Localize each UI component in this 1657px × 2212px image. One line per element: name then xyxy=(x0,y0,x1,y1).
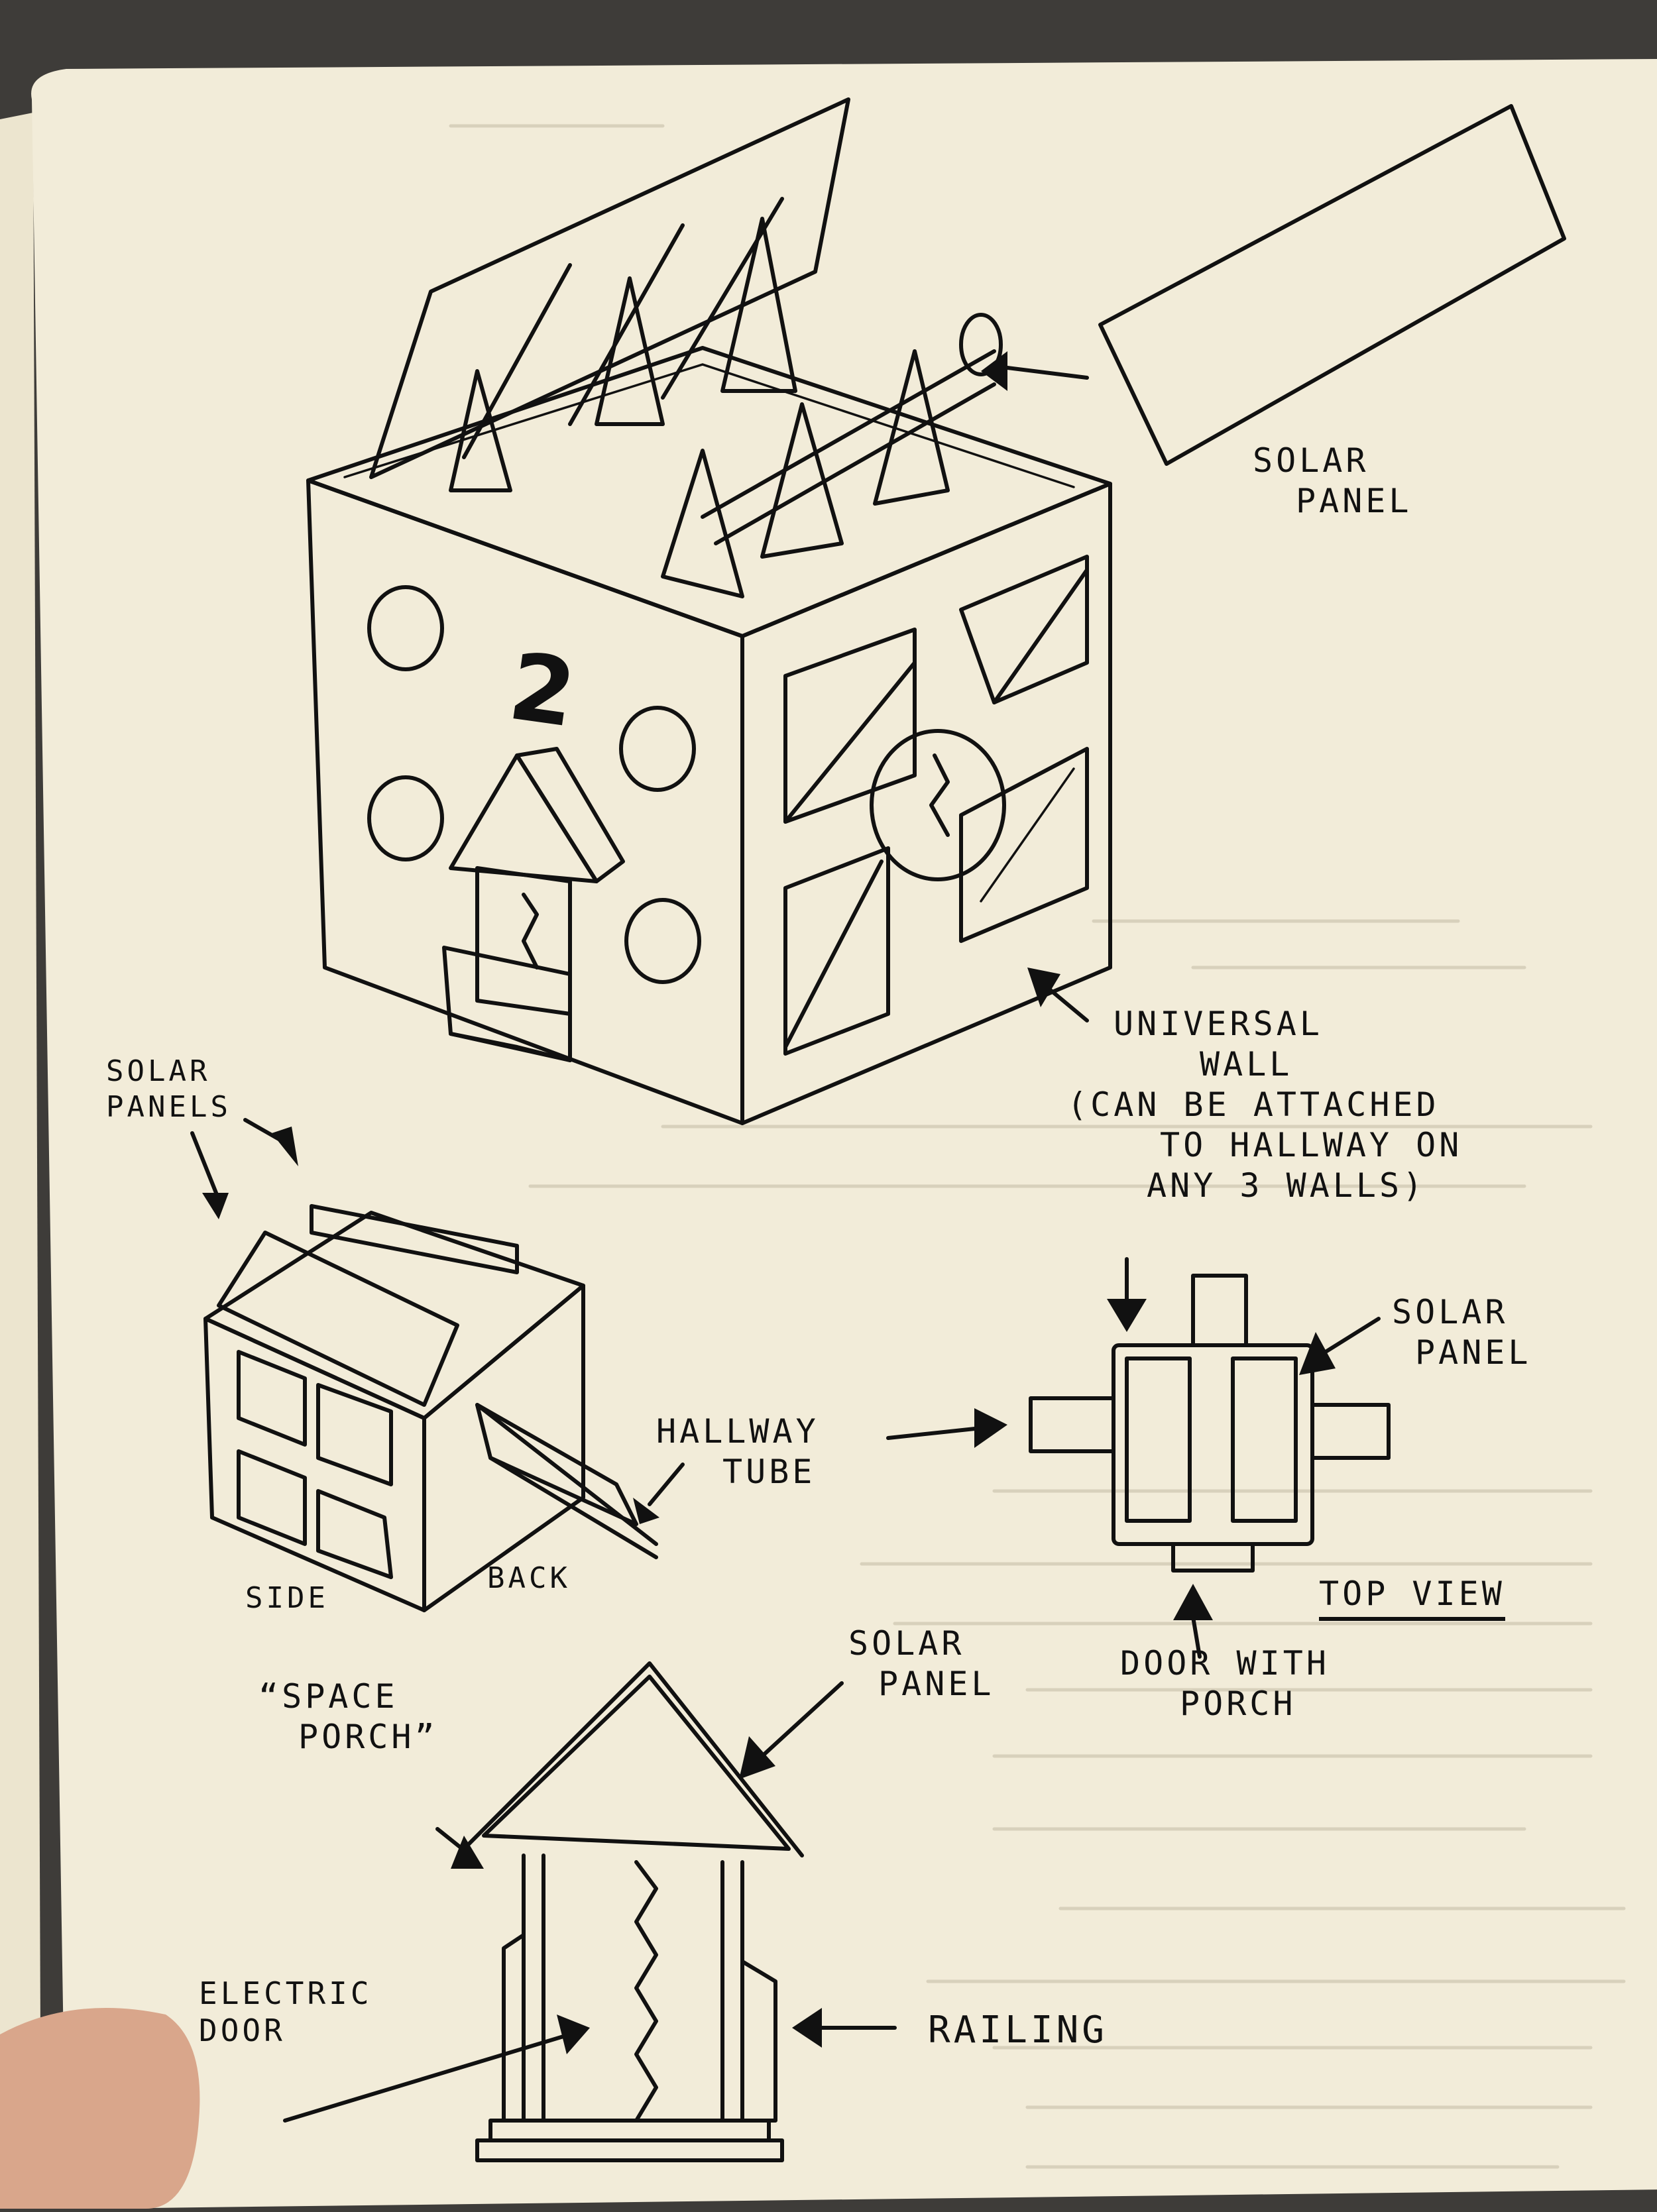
detached-solar-panel xyxy=(1098,104,1566,466)
label-back: BACK xyxy=(487,1561,571,1595)
label-solar-panels-side: SOLAR PANELS xyxy=(106,1054,231,1124)
rooftop-solar-array xyxy=(369,97,1003,598)
front-porch-entry xyxy=(442,747,625,1062)
ghost-bleedthrough xyxy=(449,124,1626,2169)
label-door-with-porch: DOOR WITH PORCH xyxy=(1120,1644,1330,1723)
label-hallway-tube: HALLWAY TUBE xyxy=(656,1412,819,1491)
label-solar-panel-topview: SOLAR PANEL xyxy=(1392,1293,1532,1372)
porthole-windows xyxy=(367,585,701,984)
label-electric-door: ELECTRIC DOOR xyxy=(199,1975,372,2049)
label-top-view: TOP VIEW xyxy=(1319,1574,1505,1621)
thumb xyxy=(0,2008,200,2209)
main-module-drawing: 2 xyxy=(306,97,1112,1125)
label-side: SIDE xyxy=(245,1581,329,1615)
space-porch-drawing xyxy=(283,1661,897,2162)
label-universal-wall: UNIVERSAL WALL (CAN BE ATTACHED TO HALLW… xyxy=(1067,1005,1463,1205)
left-page xyxy=(0,113,41,2209)
label-railing: RAILING xyxy=(928,2009,1108,2052)
top-view-drawing xyxy=(886,1257,1391,1659)
label-solar-panel-porch: SOLAR PANEL xyxy=(848,1624,995,1703)
label-space-porch: “SPACE PORCH” xyxy=(258,1677,438,1756)
notebook-page xyxy=(31,59,1657,2209)
module-number: 2 xyxy=(503,633,582,749)
label-solar-panel-top: SOLAR PANEL xyxy=(1253,441,1412,520)
side-back-drawing xyxy=(190,1118,685,1612)
universal-wall-rooms xyxy=(783,555,1089,1056)
